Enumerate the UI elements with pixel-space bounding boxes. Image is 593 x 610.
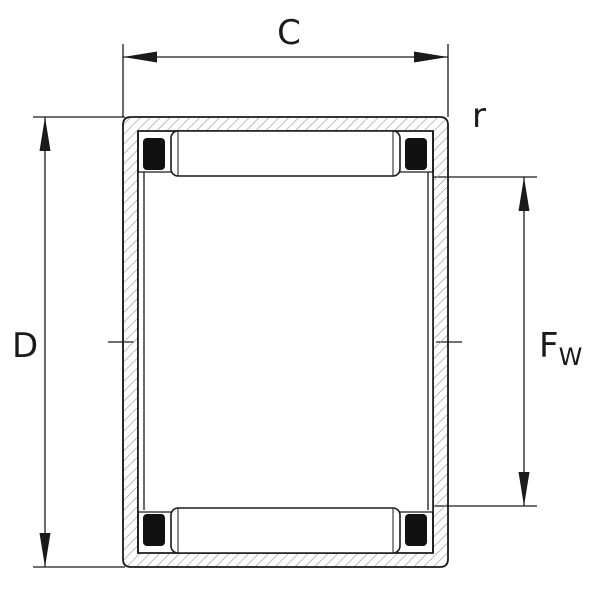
- needle-roller-top: [170, 130, 401, 177]
- needle-roller-bottom: [170, 507, 401, 554]
- arrowhead-d-top: [39, 117, 51, 151]
- dimension-c: C: [122, 13, 449, 117]
- bearing-cross-section: [122, 116, 449, 568]
- label-fw: FW: [539, 326, 582, 371]
- arrowhead-fw-top: [518, 177, 530, 211]
- dimension-d: D: [12, 116, 125, 568]
- cage-bottom-left: [143, 514, 165, 546]
- cage-top-right: [405, 138, 427, 170]
- label-d: D: [12, 326, 38, 366]
- label-c: C: [277, 13, 301, 53]
- arrowhead-c-left: [123, 51, 157, 63]
- arrowhead-d-bottom: [39, 533, 51, 567]
- arrowhead-fw-bottom: [518, 472, 530, 506]
- label-fw-subscript: W: [559, 343, 583, 371]
- dimension-fw: FW: [432, 176, 582, 507]
- cage-top-left: [143, 138, 165, 170]
- label-fw-main: F: [539, 326, 559, 366]
- label-r: r: [472, 96, 486, 136]
- bore-area: [138, 172, 433, 512]
- cage-bottom-right: [405, 514, 427, 546]
- arrowhead-c-right: [414, 51, 448, 63]
